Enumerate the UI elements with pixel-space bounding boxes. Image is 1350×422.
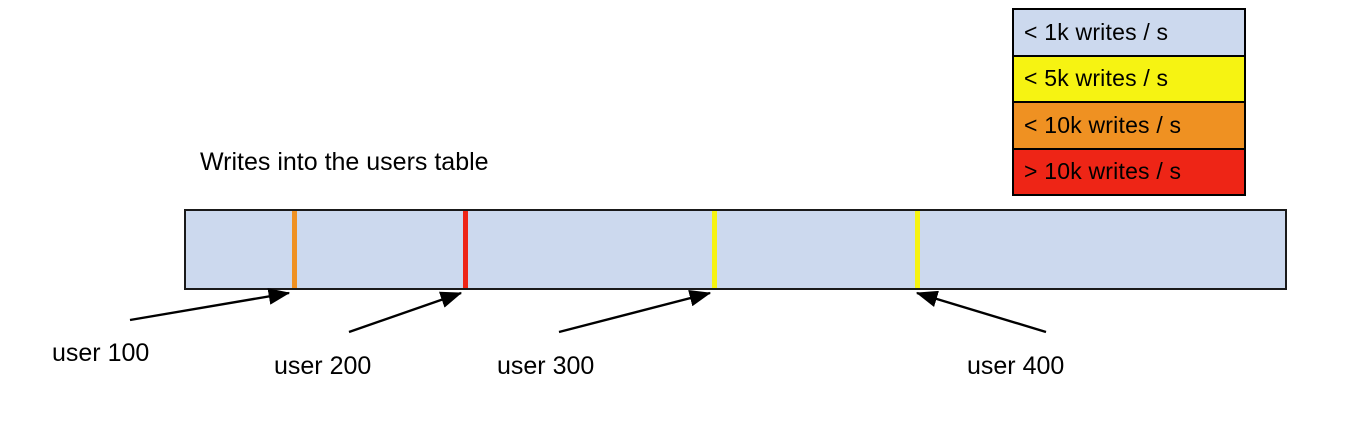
legend-row-under-1k: < 1k writes / s bbox=[1014, 10, 1244, 57]
legend-label-under-5k: < 5k writes / s bbox=[1024, 65, 1169, 92]
label-user-100: user 100 bbox=[52, 339, 150, 367]
marker-user-400 bbox=[915, 211, 920, 288]
arrow-user-300 bbox=[558, 289, 712, 334]
chart-title: Writes into the users table bbox=[200, 148, 489, 176]
legend-row-under-10k: < 10k writes / s bbox=[1014, 103, 1244, 150]
label-user-400: user 400 bbox=[967, 352, 1065, 380]
marker-user-200 bbox=[463, 211, 468, 288]
legend-row-over-10k: > 10k writes / s bbox=[1014, 149, 1244, 194]
legend-label-under-1k: < 1k writes / s bbox=[1024, 18, 1169, 45]
legend-panel: < 1k writes / s < 5k writes / s < 10k wr… bbox=[1012, 8, 1246, 196]
label-user-200: user 200 bbox=[274, 352, 372, 380]
legend-label-under-10k: < 10k writes / s bbox=[1024, 111, 1182, 138]
marker-user-100 bbox=[292, 211, 297, 288]
marker-user-300 bbox=[712, 211, 717, 288]
label-user-300: user 300 bbox=[497, 352, 595, 380]
arrow-user-400 bbox=[915, 290, 1047, 334]
arrow-user-200 bbox=[348, 291, 463, 334]
legend-label-over-10k: > 10k writes / s bbox=[1024, 158, 1182, 185]
legend-row-under-5k: < 5k writes / s bbox=[1014, 56, 1244, 103]
users-table-bar bbox=[184, 209, 1287, 290]
arrow-user-100 bbox=[129, 288, 291, 322]
